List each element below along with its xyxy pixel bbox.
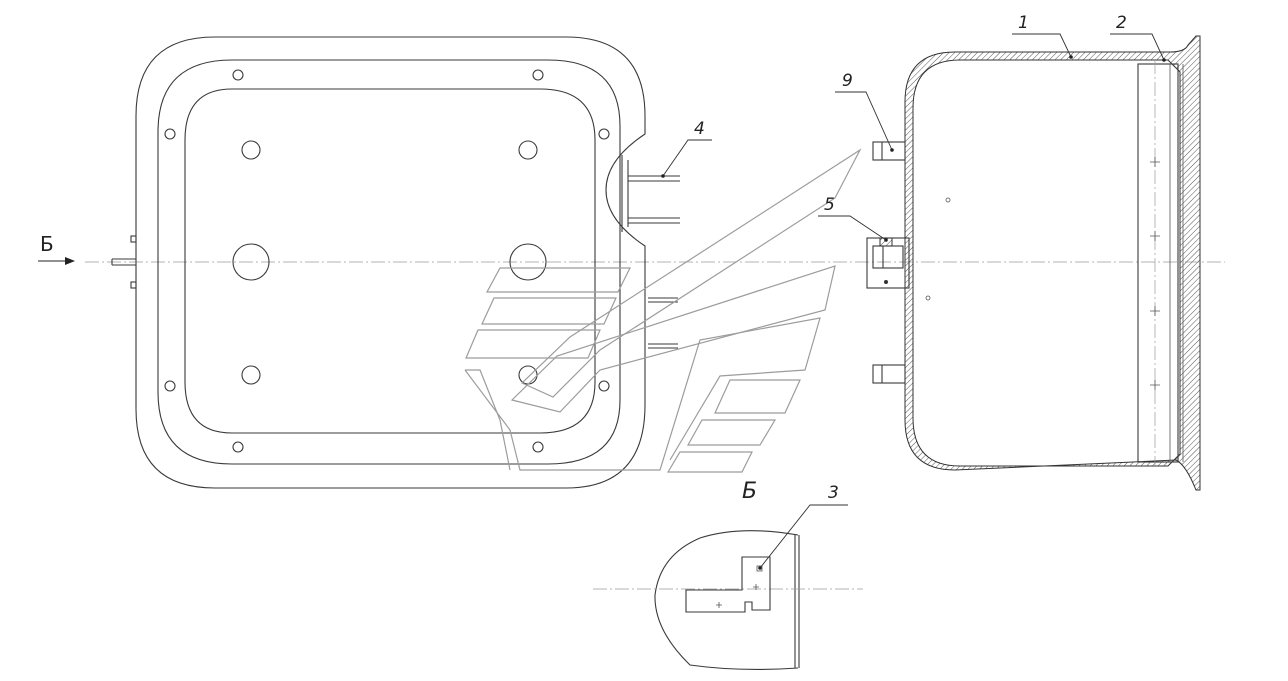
- detail-view: [593, 530, 863, 671]
- callout-3: 3: [758, 483, 848, 570]
- hinge-pins: [872, 141, 906, 384]
- crosshair-marks: [1150, 157, 1160, 390]
- callout-5-label: 5: [824, 195, 835, 215]
- inner-contour: [184, 88, 596, 434]
- callout-2-label: 2: [1116, 13, 1127, 33]
- lock-assembly: [866, 237, 910, 289]
- view-arrow: Б: [38, 232, 75, 265]
- door-frame: [1137, 63, 1179, 463]
- section-view: [866, 35, 1201, 491]
- callout-1-label: 1: [1018, 13, 1029, 33]
- large-holes: [232, 243, 547, 281]
- callout-4-label: 4: [694, 119, 705, 139]
- callout-5: 5: [818, 195, 888, 242]
- callout-2: 2: [1110, 13, 1166, 62]
- hatched-wall: [904, 35, 1201, 491]
- callout-3-label: 3: [828, 483, 839, 503]
- detail-bracket: [685, 556, 771, 613]
- callout-4: 4: [661, 119, 712, 178]
- detail-boundary: [654, 530, 799, 671]
- outer-contour: [135, 36, 646, 489]
- callout-1: 1: [1012, 13, 1073, 59]
- view-arrow-label: Б: [40, 232, 54, 256]
- watermark-logo: [464, 148, 862, 473]
- hinge-bracket: [621, 155, 680, 349]
- view-label: Б: [742, 479, 757, 504]
- callout-9-label: 9: [842, 71, 853, 91]
- mounting-holes: [241, 140, 538, 385]
- flange-holes: [164, 69, 610, 453]
- callout-9: 9: [835, 71, 894, 152]
- flange-contour: [157, 59, 621, 465]
- latch-pins: [111, 235, 137, 289]
- front-view: [85, 36, 1225, 489]
